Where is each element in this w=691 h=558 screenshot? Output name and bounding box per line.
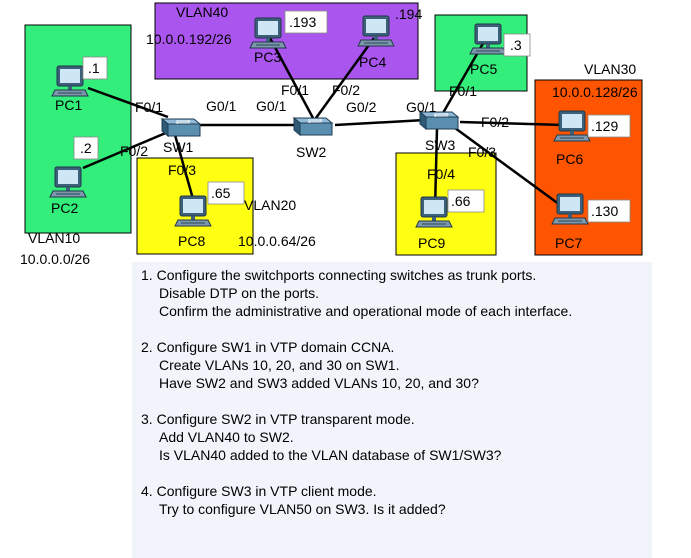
task-line: Add VLAN40 to SW2. (159, 429, 294, 445)
task-item: 1. Configure the switchports connecting … (141, 266, 652, 320)
pc8-label: PC8 (178, 233, 205, 249)
pc5-ip-box (503, 33, 531, 57)
task-line: Disable DTP on the ports. (159, 285, 320, 301)
pc1-computer-icon[interactable] (51, 65, 89, 97)
pc6-label: PC6 (556, 151, 583, 167)
pc7-ip: .130 (591, 203, 618, 219)
task-line: Confirm the administrative and operation… (159, 303, 573, 319)
pc3-ip: .193 (289, 14, 316, 30)
pc1-ip: .1 (88, 60, 100, 76)
vlan10-name: VLAN10 (28, 230, 80, 246)
port-sw1-f01: F0/1 (135, 99, 163, 115)
vlan40-subnet: 10.0.0.192/26 (146, 31, 232, 47)
network-topology-diagram: .1 .2 .193 .194 .3 .129 .130 .65 .66 PC1… (20, 2, 643, 265)
pc9-computer-icon[interactable] (415, 196, 453, 228)
sw1-label: SW1 (163, 139, 194, 155)
port-sw1-f02: F0/2 (120, 143, 148, 159)
pc2-ip-box (73, 136, 99, 160)
vlan10-subnet: 10.0.0.0/26 (20, 251, 90, 265)
sw2-switch-icon[interactable] (293, 117, 333, 136)
port-sw2-g02: G0/2 (346, 99, 377, 115)
link-sw3-pc9 (433, 127, 439, 211)
pc7-ip-box (587, 199, 631, 223)
task-line: Try to configure VLAN50 on SW3. Is it ad… (159, 501, 446, 517)
link-sw3-pc7 (454, 126, 568, 212)
pc4-computer-icon[interactable] (357, 15, 395, 47)
port-sw3-f04: F0/4 (427, 166, 455, 182)
pc4-label: PC4 (359, 54, 386, 70)
pc6-ip-box (587, 114, 631, 138)
task-line: Configure SW2 in VTP transparent mode. (156, 411, 415, 427)
vlan30-zone (534, 79, 643, 256)
link-sw3-pc6 (459, 120, 565, 127)
task-number: 2. (141, 339, 153, 355)
vlan20-name: VLAN20 (244, 197, 296, 213)
link-sw2-sw3 (334, 118, 426, 127)
port-sw2-f01: F0/1 (281, 82, 309, 98)
vlan20-subnet: 10.0.0.64/26 (238, 233, 316, 249)
pc8-ip: .65 (211, 185, 231, 201)
pc8-ip-box (207, 181, 245, 205)
pc3-label: PC3 (254, 49, 281, 65)
pc2-computer-icon[interactable] (49, 166, 87, 198)
task-item: 4. Configure SW3 in VTP client mode. Try… (141, 482, 652, 518)
port-sw3-f02: F0/2 (481, 114, 509, 130)
task-number: 4. (141, 483, 153, 499)
pc1-ip-box (82, 56, 108, 80)
task-item: 3. Configure SW2 in VTP transparent mode… (141, 410, 652, 464)
link-pc1-sw1 (87, 86, 169, 119)
pc6-ip: .129 (591, 118, 618, 134)
task-item: 2. Configure SW1 in VTP domain CCNA. Cre… (141, 338, 652, 392)
link-pc3-sw2 (268, 37, 315, 119)
sw3-label: SW3 (425, 137, 456, 153)
pc1-label: PC1 (55, 97, 82, 113)
port-sw2-f02: F0/2 (332, 82, 360, 98)
pc5-ip: .3 (510, 37, 522, 53)
task-number: 3. (141, 411, 153, 427)
pc9-ip-box (447, 189, 485, 213)
vlan40-name: VLAN40 (176, 4, 228, 20)
pc6-computer-icon[interactable] (553, 110, 591, 142)
link-pc2-sw1 (82, 130, 169, 170)
pc7-label: PC7 (555, 235, 582, 251)
task-line: Is VLAN40 added to the VLAN database of … (159, 447, 502, 463)
pc3-computer-icon[interactable] (249, 17, 287, 49)
task-number: 1. (141, 267, 153, 283)
pc8-computer-icon[interactable] (174, 195, 212, 227)
port-sw1-f03: F0/3 (168, 162, 196, 178)
pc9-label: PC9 (418, 235, 445, 251)
task-line: Have SW2 and SW3 added VLANs 10, 20, and… (159, 375, 479, 391)
vlan30-subnet: 10.0.0.128/26 (552, 84, 638, 100)
port-sw3-f01: F0/1 (449, 83, 477, 99)
task-line: Configure the switchports connecting swi… (156, 267, 537, 283)
task-line: Create VLANs 10, 20, and 30 on SW1. (159, 357, 400, 373)
port-sw2-g01: G0/1 (256, 98, 287, 114)
port-sw3-g01: G0/1 (406, 99, 437, 115)
vlan10-zone (24, 24, 132, 234)
sw1-switch-icon[interactable] (161, 118, 201, 137)
task-line: Configure SW1 in VTP domain CCNA. (156, 339, 395, 355)
pc5-computer-icon[interactable] (469, 23, 507, 55)
port-sw3-f03: F0/3 (468, 144, 496, 160)
task-line: Configure SW3 in VTP client mode. (156, 483, 377, 499)
pc3-ip-box (284, 10, 328, 34)
pc2-label: PC2 (51, 200, 78, 216)
pc5-label: PC5 (470, 61, 497, 77)
link-pc4-sw2 (314, 37, 376, 119)
pc7-computer-icon[interactable] (551, 193, 589, 225)
pc2-ip: .2 (80, 140, 92, 156)
port-sw1-g01: G0/1 (206, 98, 237, 114)
task-list: 1. Configure the switchports connecting … (132, 262, 652, 558)
link-sw1-pc8 (173, 134, 195, 200)
sw2-label: SW2 (296, 144, 327, 160)
pc4-ip: .194 (395, 6, 422, 22)
vlan30-name: VLAN30 (584, 61, 636, 77)
pc9-ip: .66 (451, 193, 471, 209)
